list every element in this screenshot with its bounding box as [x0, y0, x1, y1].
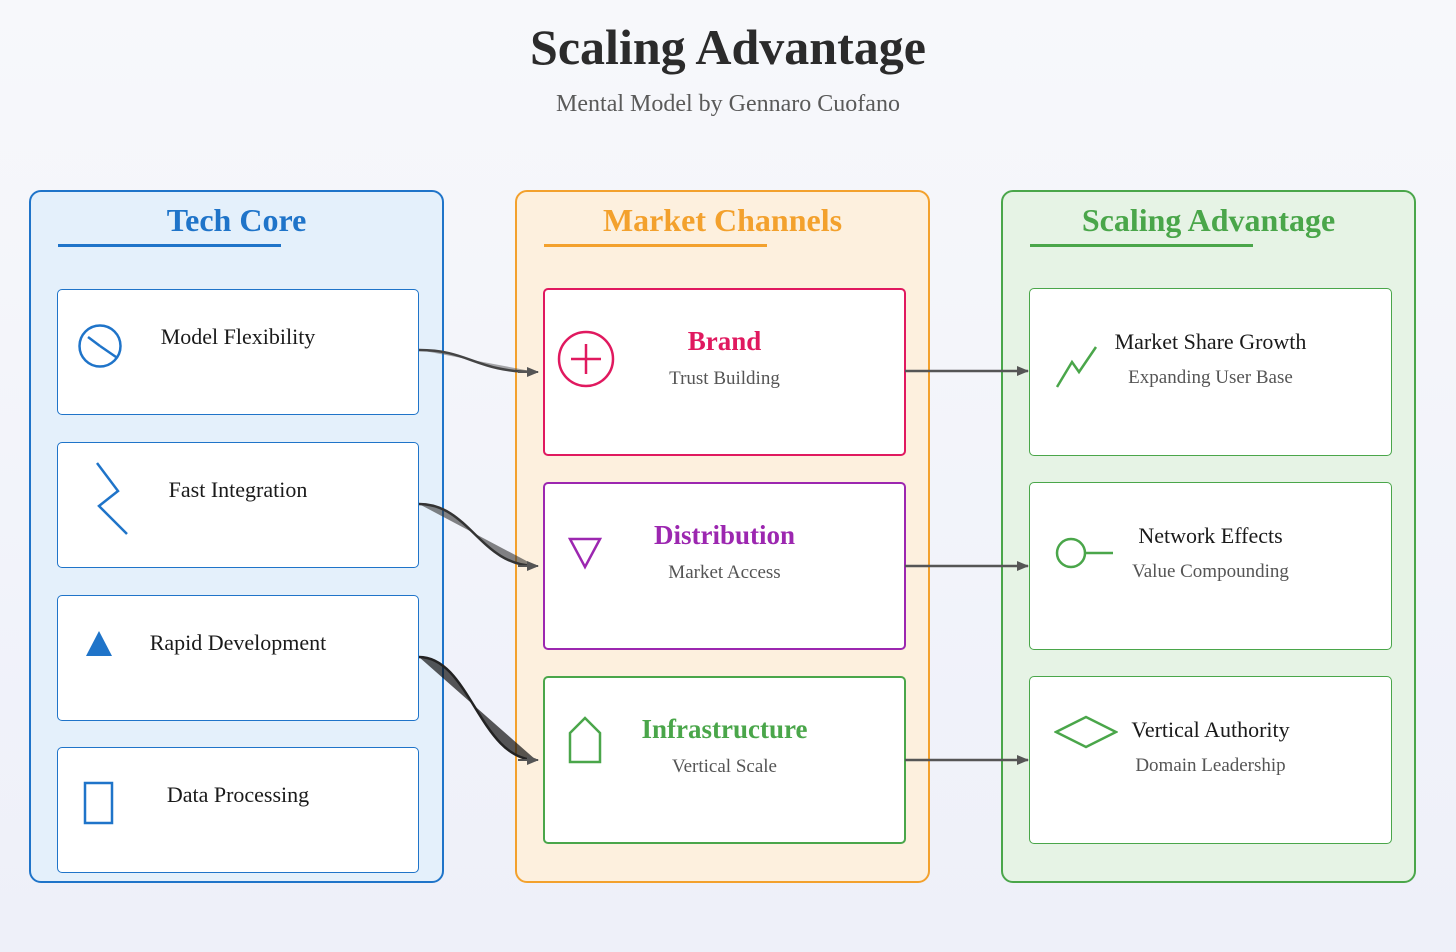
rectangle-icon: [83, 781, 114, 825]
tech-card-rapid-development: Rapid Development: [57, 595, 419, 721]
scale-subtitle: Domain Leadership: [1135, 755, 1286, 776]
scale-card-vertical-authority: Vertical Authority Domain Leadership: [1029, 676, 1392, 844]
tech-label: Model Flexibility: [160, 324, 316, 349]
trend-line-icon: [1055, 346, 1098, 388]
zigzag-icon: [96, 462, 128, 535]
market-channels-header: Market Channels: [602, 202, 843, 238]
market-subtitle: Market Access: [668, 562, 781, 583]
tech-core-header: Tech Core: [166, 202, 307, 238]
diamond-icon: [1054, 715, 1118, 749]
tech-label: Data Processing: [166, 782, 310, 807]
node-link-icon: [1055, 537, 1113, 569]
scale-subtitle: Value Compounding: [1132, 561, 1289, 582]
scaling-advantage-column: Scaling Advantage Market Share Growth Ex…: [1001, 190, 1416, 883]
market-channels-column: Market Channels Brand Trust Building Dis…: [515, 190, 930, 883]
tech-core-underline: [58, 244, 281, 247]
scaling-advantage-header: Scaling Advantage: [1081, 202, 1336, 238]
market-subtitle: Trust Building: [669, 368, 780, 389]
scale-card-network-effects: Network Effects Value Compounding: [1029, 482, 1392, 650]
scale-subtitle: Expanding User Base: [1128, 367, 1293, 388]
scale-title: Network Effects: [1138, 523, 1283, 548]
page-title: Scaling Advantage: [530, 19, 926, 75]
market-card-brand: Brand Trust Building: [543, 288, 906, 456]
tech-card-fast-integration: Fast Integration: [57, 442, 419, 568]
market-title: Brand: [687, 326, 762, 356]
scale-title: Market Share Growth: [1114, 329, 1307, 354]
market-card-distribution: Distribution Market Access: [543, 482, 906, 650]
down-triangle-icon: [567, 537, 603, 570]
scaling-advantage-underline: [1030, 244, 1253, 247]
tech-label: Fast Integration: [168, 477, 308, 502]
scale-title: Vertical Authority: [1131, 717, 1290, 742]
tech-label: Rapid Development: [149, 630, 327, 655]
market-subtitle: Vertical Scale: [672, 756, 777, 777]
clock-icon: [78, 324, 122, 368]
triangle-icon: [86, 631, 112, 656]
market-card-infrastructure: Infrastructure Vertical Scale: [543, 676, 906, 844]
market-title: Distribution: [653, 520, 796, 550]
market-title: Infrastructure: [641, 714, 808, 744]
tech-card-data-processing: Data Processing: [57, 747, 419, 873]
scale-card-market-share-growth: Market Share Growth Expanding User Base: [1029, 288, 1392, 456]
house-icon: [568, 716, 602, 764]
tech-core-column: Tech Core Model Flexibility Fast Integra…: [29, 190, 444, 883]
tech-card-model-flexibility: Model Flexibility: [57, 289, 419, 415]
market-channels-underline: [544, 244, 767, 247]
plus-circle-icon: [557, 330, 615, 388]
page-subtitle: Mental Model by Gennaro Cuofano: [556, 91, 900, 117]
